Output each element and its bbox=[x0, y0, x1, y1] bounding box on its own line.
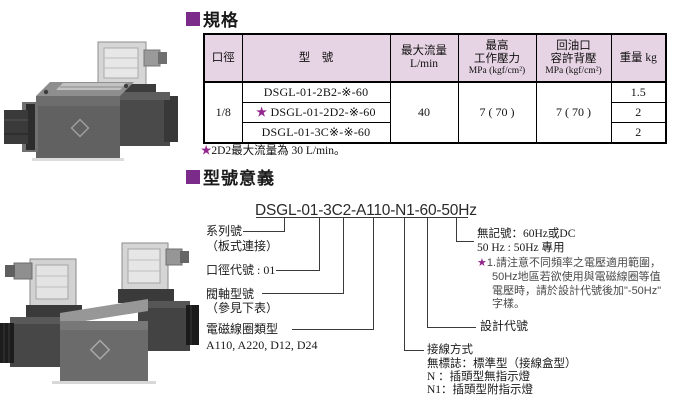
row-star: ★ bbox=[256, 105, 268, 119]
flow-header-line2: L/min bbox=[409, 58, 439, 70]
model-text: DSGL-01-2B2-※-60 bbox=[263, 85, 369, 99]
coil-label: 電磁線圈類型 bbox=[206, 322, 279, 336]
spec-table-header-row: 口徑 型 號 最大流量 L/min 最高 工作壓力 MPa (kgf/cm²) … bbox=[203, 33, 667, 83]
wiring-option-n: N ：插頭型無指示燈 bbox=[427, 371, 531, 383]
diameter-value: 1/8 bbox=[203, 81, 243, 144]
frequency-note-line3: 電壓時，請於設計代號後加"-50Hz" bbox=[492, 285, 662, 297]
spool-connector-line bbox=[262, 293, 344, 294]
spec-section-title: 規格 bbox=[186, 6, 239, 31]
spec-table: 口徑 型 號 最大流量 L/min 最高 工作壓力 MPa (kgf/cm²) … bbox=[203, 33, 667, 144]
wiring-option-n1: N1：插頭型附指示燈 bbox=[427, 384, 534, 396]
wiring-connector-line bbox=[404, 217, 405, 350]
weight-value: 2 bbox=[610, 122, 667, 144]
back-pressure-header-line2: 容許背壓 bbox=[550, 52, 597, 65]
model-value: ★ DSGL-01-2D2-※-60 bbox=[241, 102, 391, 123]
table-row: DSGL-01-3C※-※-60 2 bbox=[204, 122, 667, 144]
model-section-title: 型號意義 bbox=[186, 164, 275, 189]
series-connector-line bbox=[243, 231, 285, 232]
back-pressure-header-line1: 回油口 bbox=[556, 39, 591, 52]
note-text: 1.請注意不同頻率之電壓適用範圍， bbox=[486, 257, 662, 269]
col-header-diameter: 口徑 bbox=[203, 33, 243, 83]
valve-photo-single bbox=[4, 41, 178, 161]
pressure-header-line1: 最高 bbox=[485, 39, 509, 52]
weight-value: 2 bbox=[610, 102, 667, 123]
col-header-weight: 重量 kg bbox=[610, 33, 667, 83]
series-label: 系列號 bbox=[206, 224, 243, 238]
wiring-option-standard: 無標誌：標準型（接線盒型） bbox=[427, 358, 577, 370]
spec-footnote: ★2D2最大流量為 30 L/min。 bbox=[201, 142, 345, 158]
frequency-connector-line bbox=[456, 217, 457, 241]
coil-options: A110, A220, D12, D24 bbox=[206, 338, 318, 352]
diameter-connector-line bbox=[276, 270, 320, 271]
section-square-icon bbox=[186, 11, 200, 26]
col-header-pressure: 最高 工作壓力 MPa (kgf/cm²) bbox=[457, 33, 537, 83]
section-square-icon bbox=[186, 169, 200, 184]
valve-photo-double bbox=[0, 242, 199, 384]
weight-value: 1.5 bbox=[610, 81, 667, 103]
model-title-text: 型號意義 bbox=[203, 169, 275, 188]
design-code-label: 設計代號 bbox=[480, 319, 529, 333]
coil-connector-line bbox=[373, 217, 374, 329]
design-connector-line bbox=[427, 217, 428, 327]
frequency-connector-line bbox=[456, 241, 474, 242]
spool-connector-line bbox=[343, 217, 344, 293]
code-underline bbox=[256, 217, 468, 218]
model-value: DSGL-01-3C※-※-60 bbox=[241, 122, 391, 144]
table-row: ★ DSGL-01-2D2-※-60 2 bbox=[204, 102, 667, 123]
model-value: DSGL-01-2B2-※-60 bbox=[241, 81, 391, 103]
model-text: DSGL-01-2D2-※-60 bbox=[270, 105, 376, 119]
coil-connector-line bbox=[292, 329, 374, 330]
frequency-note-line2: 50Hz地區若欲使用與電磁線圈等值 bbox=[492, 271, 661, 283]
spool-label: 閥軸型號 bbox=[206, 287, 255, 301]
footnote-star: ★ bbox=[201, 145, 212, 157]
table-row: 1/8 DSGL-01-2B2-※-60 40 7 ( 70 ) 7 ( 70 … bbox=[203, 81, 667, 144]
spec-title-text: 規格 bbox=[203, 11, 239, 30]
series-connector-line bbox=[284, 217, 285, 231]
wiring-connector-line bbox=[404, 350, 424, 351]
footnote-text: 2D2最大流量為 30 L/min。 bbox=[211, 145, 346, 157]
frequency-note-line1: ★1.請注意不同頻率之電壓適用範圍， bbox=[477, 257, 661, 269]
diameter-connector-line bbox=[319, 217, 320, 270]
series-sublabel: （板式連接） bbox=[206, 239, 279, 253]
frequency-50hz-label: 50 Hz : 50Hz 專用 bbox=[477, 242, 565, 254]
note-star: ★ bbox=[477, 257, 487, 269]
flow-value: 40 bbox=[389, 81, 459, 144]
col-header-model: 型 號 bbox=[241, 33, 391, 83]
pressure-header-unit: MPa (kgf/cm²) bbox=[468, 65, 526, 76]
frequency-note-line4: 字樣。 bbox=[492, 298, 525, 310]
pressure-value: 7 ( 70 ) bbox=[457, 81, 537, 144]
model-code: DSGL-01-3C2-A110-N1-60-50Hz bbox=[255, 202, 477, 219]
col-header-flow: 最大流量 L/min bbox=[389, 33, 459, 83]
diameter-code-label: 口徑代號 : 01 bbox=[206, 263, 276, 277]
wiring-label: 接線方式 bbox=[427, 344, 473, 356]
col-header-back-pressure: 回油口 容許背壓 MPa (kgf/cm²) bbox=[535, 33, 612, 83]
frequency-default-label: 無記號：60Hz或DC bbox=[477, 228, 576, 240]
back-pressure-header-unit: MPa (kgf/cm²) bbox=[545, 65, 602, 76]
flow-header-line1: 最大流量 bbox=[401, 45, 447, 57]
design-connector-line bbox=[427, 327, 476, 328]
spool-sublabel: （參見下表） bbox=[206, 301, 279, 315]
pressure-header-line2: 工作壓力 bbox=[474, 52, 520, 65]
back-pressure-value: 7 ( 70 ) bbox=[535, 81, 612, 144]
model-text: DSGL-01-3C※-※-60 bbox=[261, 125, 371, 139]
